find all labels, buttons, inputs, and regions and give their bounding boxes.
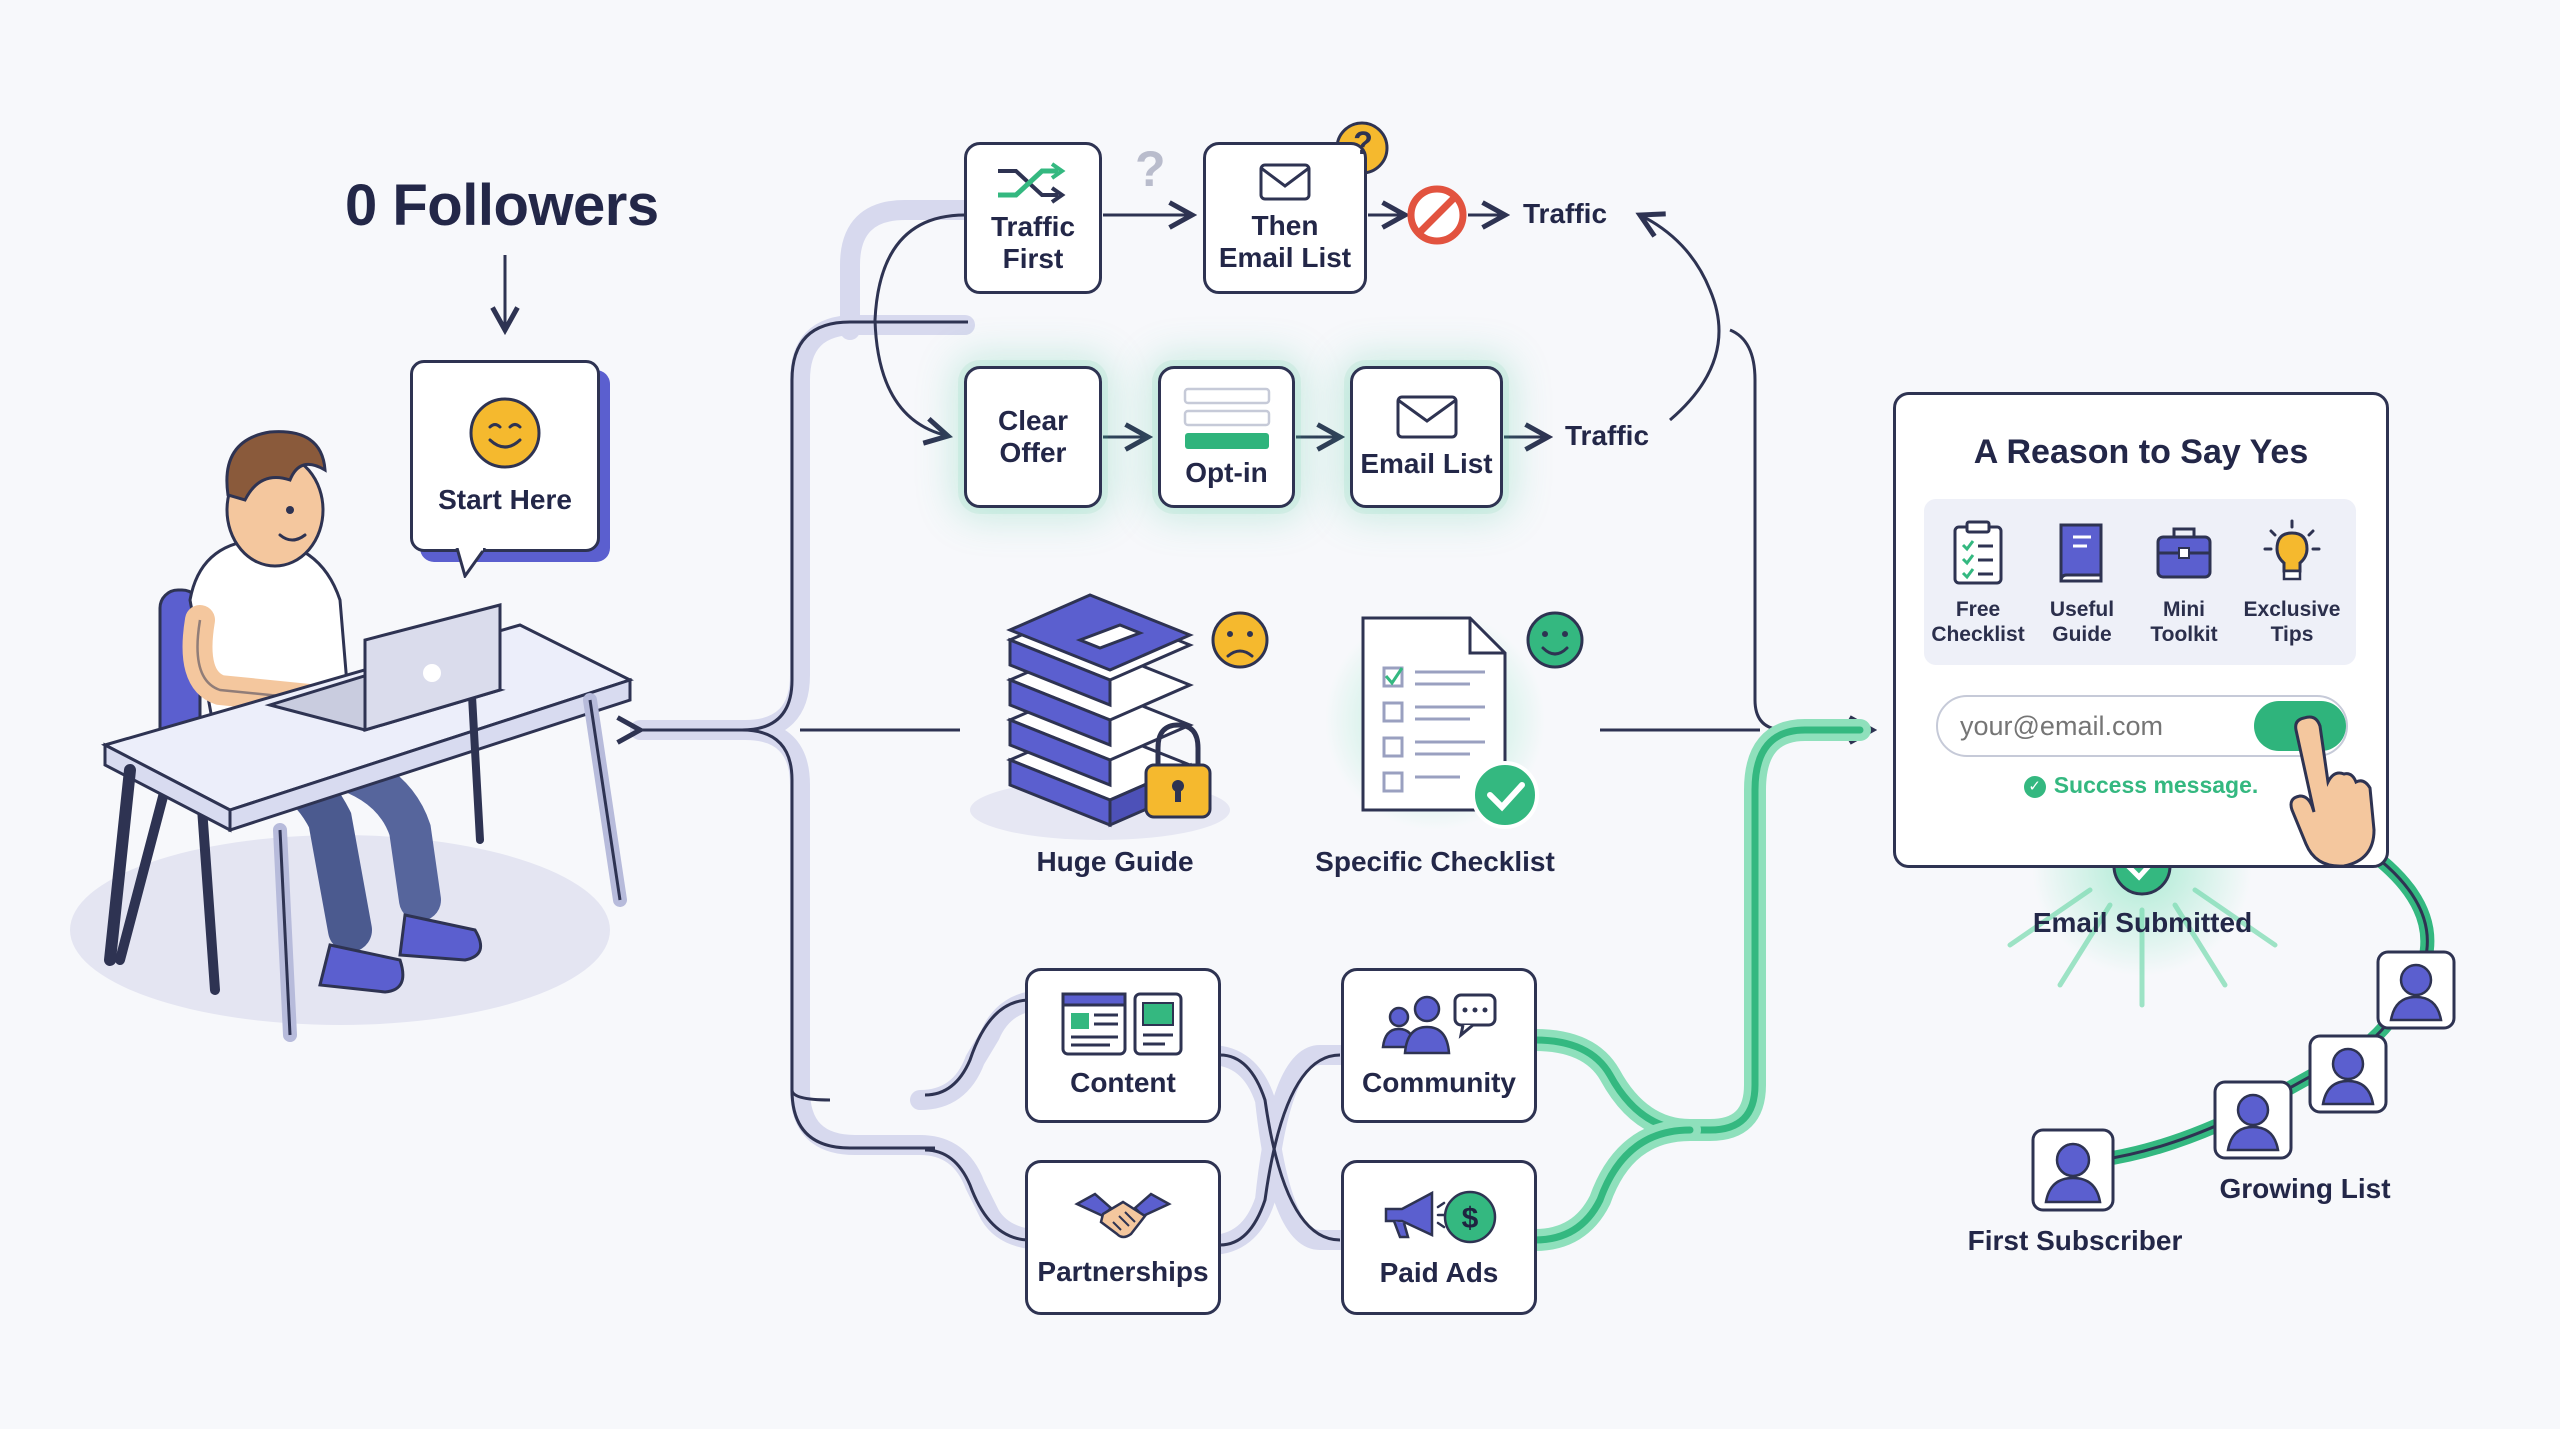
huge-guide-illustration [970, 593, 1230, 840]
paid-ads-label: Paid Ads [1379, 1257, 1499, 1289]
main-pipe-outline [635, 320, 1341, 1247]
start-here-bubble: Start Here [410, 360, 600, 552]
page-title: 0 Followers [345, 173, 659, 238]
reason-line2: Toolkit [2150, 623, 2218, 647]
start-here-label: Start Here [438, 483, 572, 515]
pipe-to-form [1729, 328, 1872, 730]
signup-title: A Reason to Say Yes [1973, 433, 2309, 471]
reason-line2: Checklist [1931, 623, 2025, 647]
growing-list-label: Growing List [2219, 1173, 2391, 1204]
shuffle-icon [998, 162, 1066, 204]
traffic-first-card: Traffic First [964, 142, 1102, 294]
blocked-traffic-label: Traffic [1523, 198, 1608, 229]
curve-arrow-left [873, 213, 966, 436]
envelope-icon [1396, 395, 1457, 439]
avatar [2031, 1128, 2115, 1212]
success-message: ✓ Success message. [1896, 772, 2386, 799]
checklist-illustration [1325, 610, 1545, 830]
book-icon [2059, 523, 2103, 583]
avatar [2213, 1080, 2293, 1160]
avatar [2308, 1034, 2388, 1114]
content-icon [1061, 992, 1183, 1056]
reason-line1: Exclusive [2243, 598, 2341, 621]
flow-arrows [1103, 215, 1548, 730]
then-email-line2: Email List [1218, 242, 1352, 273]
reason-line1: Mini [2163, 598, 2205, 621]
green-pipe [1524, 719, 1871, 1251]
megaphone-icon: $ [1384, 1191, 1497, 1244]
lightbulb-icon [2263, 519, 2321, 581]
reason-line2: Guide [2052, 623, 2112, 647]
svg-text:$: $ [1462, 1202, 1479, 1235]
then-email-line1: Then [1251, 209, 1319, 241]
toolkit-icon [2156, 527, 2212, 579]
smile-icon [469, 397, 541, 469]
optin-label: Opt-in [1185, 456, 1268, 488]
specific-checklist-label: Specific Checklist [1315, 846, 1555, 877]
email-list-card: Email List [1350, 366, 1503, 508]
huge-guide-label: Huge Guide [1036, 846, 1194, 877]
traffic-first-line1: Traffic [990, 210, 1076, 242]
reason-line2: Tips [2270, 623, 2314, 647]
partnerships-card: Partnerships [1025, 1160, 1221, 1315]
person-at-desk [70, 430, 634, 1042]
form-icon [1183, 387, 1270, 449]
pointing-hand-icon [2289, 715, 2376, 868]
partnerships-label: Partnerships [1037, 1256, 1209, 1288]
blocked-icon [1407, 185, 1467, 245]
optin-card: Opt-in [1158, 366, 1295, 508]
success-check-icon: ✓ [2023, 775, 2046, 798]
community-card: Community [1341, 968, 1537, 1123]
happy-face-icon [1526, 611, 1584, 669]
content-card: Content [1025, 968, 1221, 1123]
reason-line1: Useful [2049, 598, 2115, 621]
content-label: Content [1070, 1067, 1176, 1099]
subscriber-avatars [2031, 950, 2456, 1212]
clipboard-icon [1953, 520, 2003, 585]
clear-offer-card: Clear Offer [964, 366, 1102, 508]
bubble-tail [455, 548, 487, 578]
clear-offer-line2: Offer [999, 437, 1067, 468]
email-submitted-label: Email Submitted [2032, 907, 2253, 938]
email-list-label: Email List [1360, 447, 1493, 479]
curve-arrow-right [1640, 215, 1721, 422]
growth-line-outline [2099, 843, 2429, 1162]
clear-offer-line1: Clear [997, 404, 1069, 436]
paid-ads-card: $ Paid Ads [1341, 1160, 1537, 1315]
traffic-first-line2: First [1002, 243, 1064, 274]
first-subscriber-label: First Subscriber [1967, 1225, 2183, 1256]
community-icon [1381, 993, 1497, 1055]
success-text: Success message. [2053, 772, 2259, 798]
question-badge-label: ? [1353, 125, 1373, 161]
handshake-icon [1074, 1192, 1172, 1239]
traffic-label: Traffic [1565, 420, 1650, 451]
reason-line1: Free [1955, 598, 2001, 621]
avatar [2376, 950, 2456, 1030]
envelope-icon [1259, 163, 1311, 201]
then-email-card: Then Email List [1203, 142, 1367, 294]
community-label: Community [1362, 1067, 1516, 1099]
question-mark-gray: ? [1135, 141, 1166, 197]
sad-face-icon [1211, 611, 1269, 669]
